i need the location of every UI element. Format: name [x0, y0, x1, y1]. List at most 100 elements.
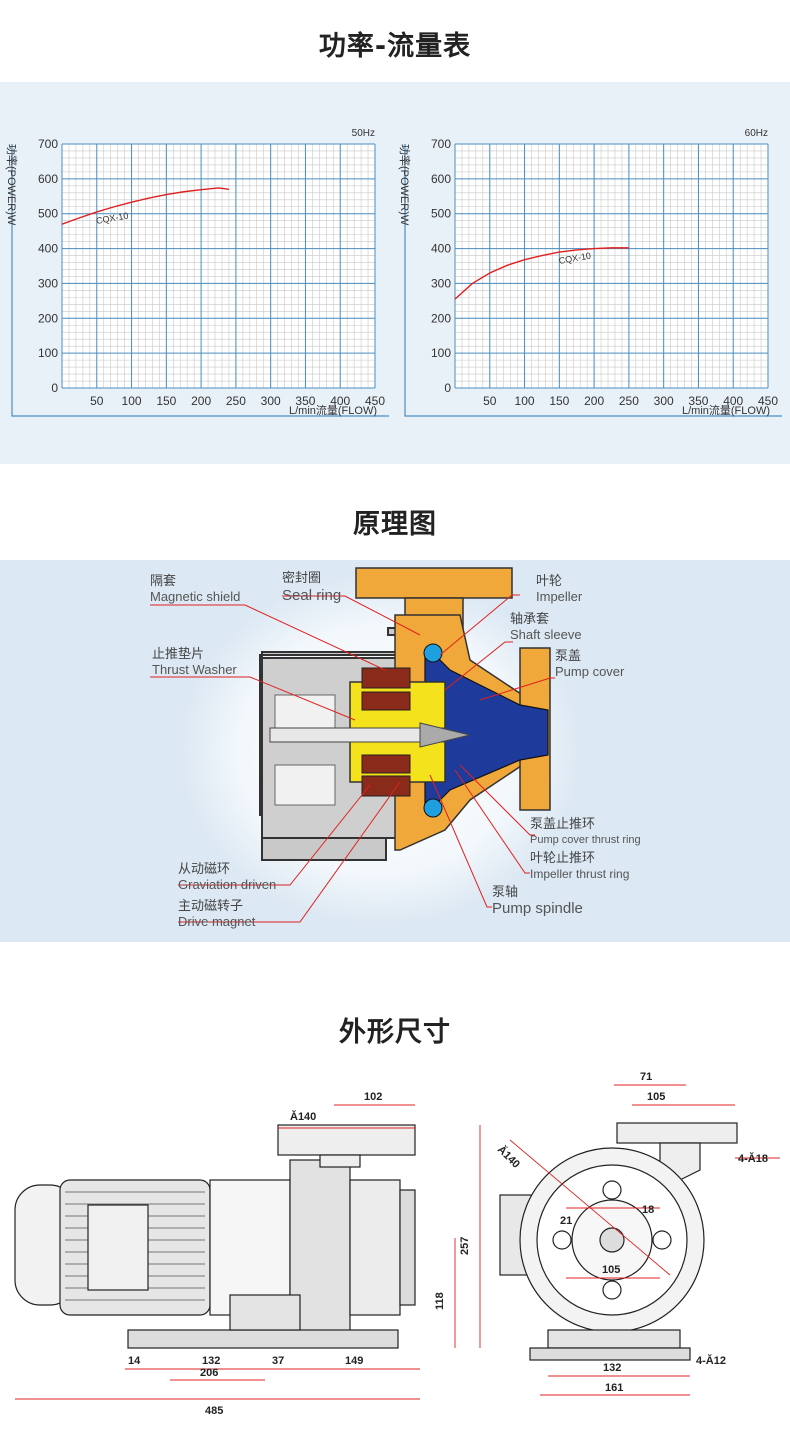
x-tick-label: 450: [365, 394, 385, 408]
dim-side-132: 132: [202, 1355, 220, 1367]
magnets: [361, 667, 411, 797]
dim-front-71: 71: [640, 1071, 652, 1083]
dimensions-section-title: 外形尺寸: [339, 1017, 451, 1048]
dim-front-18: 18: [642, 1204, 654, 1216]
y-tick-label: 200: [38, 311, 58, 325]
dim-side-206: 206: [200, 1367, 218, 1379]
x-tick-label: 400: [330, 394, 350, 408]
leader-lines: [150, 594, 555, 923]
frequency-label: 50Hz: [352, 128, 375, 139]
dim-front-161: 161: [605, 1382, 623, 1394]
label-impeller-en: Impeller: [536, 589, 583, 604]
series-line-cqx-10: [61, 187, 230, 225]
plot-area: [62, 144, 375, 388]
dim-front-4-18: 4-Ă18: [738, 1152, 768, 1165]
dim-front-132: 132: [603, 1362, 621, 1374]
label-impeller-thrust-ring-en: Impeller thrust ring: [530, 867, 629, 881]
label-driven-magnet-en: Graviation driven: [178, 877, 276, 892]
y-tick-label: 400: [38, 242, 58, 256]
x-tick-label: 250: [619, 394, 639, 408]
x-tick-label: 400: [723, 394, 743, 408]
label-pump-spindle-cn: 泵轴: [492, 885, 518, 900]
label-drive-magnet-en: Drive magnet: [178, 914, 256, 929]
x-tick-label: 100: [122, 394, 142, 408]
label-driven-magnet-cn: 从动磁环: [178, 862, 230, 877]
front-dim-lines: [509, 1084, 780, 1396]
y-axis-label: 功率(POWER)W: [5, 144, 19, 226]
label-pump-cover-thrust-ring-cn: 泵盖止推环: [530, 817, 595, 832]
y-tick-label: 500: [431, 207, 451, 221]
plot-area: [455, 144, 768, 388]
y-tick-label: 700: [431, 137, 451, 151]
x-tick-label: 150: [156, 394, 176, 408]
axis-frame: [11, 144, 389, 417]
dimension-drawing: Ă140 102 257 118 14 132 206 37 149 485 7…: [14, 1071, 780, 1417]
dim-front-4-12: 4-Ă12: [696, 1354, 726, 1367]
dim-side-102: 102: [364, 1091, 382, 1103]
dim-side-118: 118: [434, 1292, 446, 1310]
y-tick-label: 700: [38, 137, 58, 151]
dim-front-21: 21: [560, 1215, 572, 1227]
label-magnetic-shield-cn: 隔套: [150, 573, 176, 589]
principle-section-title: 原理图: [353, 509, 437, 540]
axis-frame: [404, 144, 782, 417]
label-pump-cover-en: Pump cover: [555, 664, 625, 679]
side-view: [14, 1124, 416, 1349]
impeller: [423, 643, 549, 818]
label-pump-cover-cn: 泵盖: [555, 649, 581, 664]
y-tick-label: 600: [431, 172, 451, 186]
x-tick-label: 300: [261, 394, 281, 408]
y-axis-label: 功率(POWER)W: [398, 144, 412, 226]
x-tick-label: 350: [688, 394, 708, 408]
x-axis-label: L/min流量(FLOW): [289, 403, 377, 417]
x-axis-label: L/min流量(FLOW): [682, 403, 770, 417]
label-drive-magnet-cn: 主动磁转子: [178, 899, 243, 914]
label-pump-cover-thrust-ring-en: Pump cover thrust ring: [530, 834, 641, 846]
y-tick-label: 0: [51, 381, 58, 395]
y-tick-label: 500: [38, 207, 58, 221]
label-shaft-sleeve-en: Shaft sleeve: [510, 627, 582, 642]
y-tick-label: 200: [431, 311, 451, 325]
shaft-tip: [419, 722, 471, 748]
label-magnetic-shield-en: Magnetic shield: [150, 589, 240, 604]
label-impeller-cn: 叶轮: [536, 574, 562, 589]
y-tick-label: 400: [431, 242, 451, 256]
side-dim-lines: [15, 1104, 481, 1400]
principle-band: 隔套 Magnetic shield 密封圈 Seal ring 叶轮 Impe…: [0, 560, 790, 942]
x-tick-label: 250: [226, 394, 246, 408]
dim-side-257: 257: [459, 1237, 471, 1255]
label-thrust-washer-cn: 止推垫片: [152, 646, 204, 662]
principle-diagram: 隔套 Magnetic shield 密封圈 Seal ring 叶轮 Impe…: [150, 567, 641, 929]
series-line-cqx-10: [454, 247, 629, 300]
x-tick-label: 50: [90, 394, 104, 408]
power-flow-section-title: 功率-流量表: [318, 31, 472, 62]
label-pump-spindle-en: Pump spindle: [492, 900, 583, 917]
label-shaft-sleeve-cn: 轴承套: [510, 611, 549, 627]
x-tick-label: 350: [295, 394, 315, 408]
x-tick-label: 50: [483, 394, 497, 408]
label-impeller-thrust-ring-cn: 叶轮止推环: [530, 851, 595, 866]
label-seal-ring-cn: 密封圈: [282, 570, 321, 586]
y-tick-label: 300: [38, 276, 58, 290]
dim-front-105-top: 105: [647, 1091, 665, 1103]
x-tick-label: 200: [191, 394, 211, 408]
x-tick-label: 150: [549, 394, 569, 408]
dim-side-149: 149: [345, 1355, 363, 1367]
x-tick-label: 450: [758, 394, 778, 408]
y-tick-label: 600: [38, 172, 58, 186]
dim-side-485: 485: [205, 1405, 223, 1417]
frequency-label: 60Hz: [745, 128, 768, 139]
pump-shaft: [269, 727, 446, 743]
dim-side-37: 37: [272, 1355, 284, 1367]
y-tick-label: 0: [444, 381, 451, 395]
front-view: [499, 1122, 738, 1361]
x-tick-label: 200: [584, 394, 604, 408]
x-tick-label: 100: [515, 394, 535, 408]
label-thrust-washer-en: Thrust Washer: [152, 662, 237, 677]
dim-front-105: 105: [602, 1264, 620, 1276]
dim-side-14: 14: [128, 1355, 141, 1367]
y-tick-label: 100: [431, 346, 451, 360]
dim-side-flange-dia: Ă140: [290, 1110, 316, 1123]
